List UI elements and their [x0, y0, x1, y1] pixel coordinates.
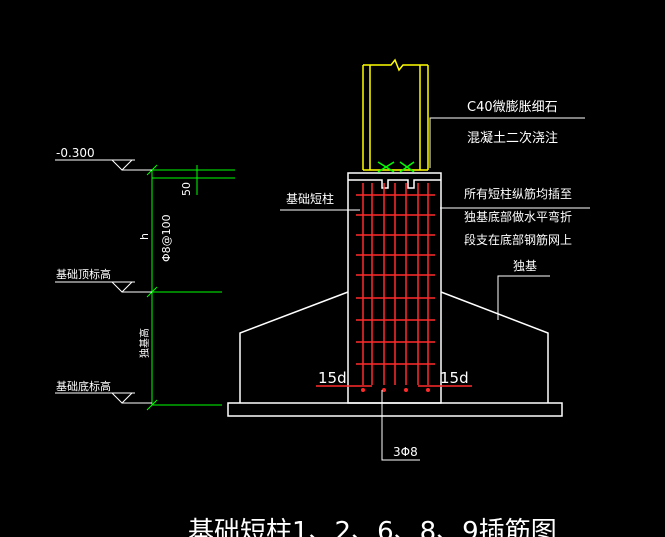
dim-h-label: h: [138, 233, 151, 240]
note-line1: 所有短柱纵筋均插至: [464, 186, 572, 201]
stub-column: [347, 172, 442, 404]
hook-left-label: 15d: [318, 369, 347, 387]
break-line: [363, 58, 428, 72]
leader-c40: [429, 117, 585, 168]
dot-4: [426, 388, 430, 392]
stirrup-label: Φ8@100: [160, 214, 173, 262]
footing-height-label: 独基高: [138, 328, 151, 358]
elevation-markers: [55, 159, 152, 404]
mark-2: [377, 161, 395, 173]
elevation-label: -0.300: [56, 146, 95, 160]
note-line3: 段支在底部钢筋网上: [464, 232, 572, 247]
dimension-group: [146, 164, 235, 411]
note-line2: 独基底部做水平弯折: [464, 209, 572, 224]
dot-2: [382, 388, 386, 392]
elev-triangle-bottom: [111, 392, 133, 404]
upper-column: [362, 58, 429, 171]
leader-lines: [280, 117, 590, 461]
elev-triangle-top: [111, 159, 133, 171]
bottom-bar-dots: [361, 388, 430, 392]
stub-column-label: 基础短柱: [286, 191, 334, 206]
drawing-title: 基础短柱1、2、6、8、9插筋图: [188, 517, 557, 537]
footing-left-slope: [239, 291, 349, 403]
isolated-footing-label: 独基: [513, 259, 537, 273]
leader-isolated-footing: [497, 275, 550, 320]
footing-outline: [227, 172, 563, 417]
dot-1: [361, 388, 365, 392]
footing-right-slope: [440, 291, 549, 403]
c40-label-line2: 混凝土二次浇注: [467, 130, 558, 146]
c40-label-line1: C40微膨胀细石: [467, 100, 558, 115]
base-slab: [227, 402, 563, 417]
dot-3: [404, 388, 408, 392]
tick-3: [146, 399, 158, 411]
hook-right-label: 15d: [440, 369, 469, 387]
elev-triangle-mid: [111, 281, 133, 293]
bottom-elevation-label: 基础底标高: [56, 379, 111, 393]
dim-50-label: 50: [180, 182, 193, 196]
top-elevation-label: 基础顶标高: [56, 267, 111, 281]
leader-3phi8: [381, 390, 420, 461]
column-top-notch: [348, 179, 441, 189]
bottom-bars-label: 3Φ8: [393, 445, 418, 459]
column-base-marks: [377, 161, 415, 173]
mark-4: [399, 161, 415, 173]
rebar-cage: [316, 183, 472, 387]
